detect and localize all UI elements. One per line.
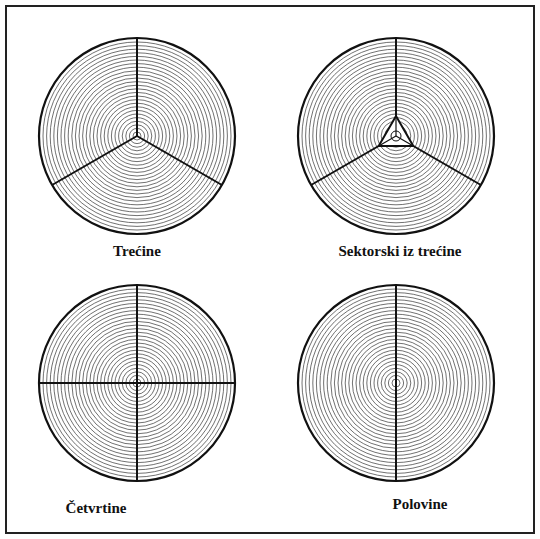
log-outline [298,285,494,481]
saw-cut [395,285,397,383]
saw-cut [396,136,413,146]
saw-cut [311,136,396,185]
saw-cut [379,136,396,146]
saw-cut [395,383,397,481]
saw-cut [136,285,138,383]
cut-pattern-label: Polovine [391,496,450,513]
saw-cut [39,382,137,384]
saw-cut [396,136,481,185]
log-outline [39,38,235,234]
saw-cut [52,136,137,185]
pith-triangle [379,116,414,146]
frame [6,6,534,533]
saw-cut [137,136,222,185]
saw-cut [136,38,138,136]
log-outline [298,38,494,234]
cut-pattern-label: Trećine [111,243,163,260]
cut-pattern-label: Četvrtine [64,500,129,517]
saw-cut [395,116,396,136]
cut-pattern-label: Sektorski iz trećine [336,243,463,260]
growth-ring [370,110,421,161]
growth-ring [374,114,418,158]
growth-ring [367,107,425,165]
saw-cut [136,383,138,481]
saw-cut [137,382,235,384]
log-outline [39,285,235,481]
